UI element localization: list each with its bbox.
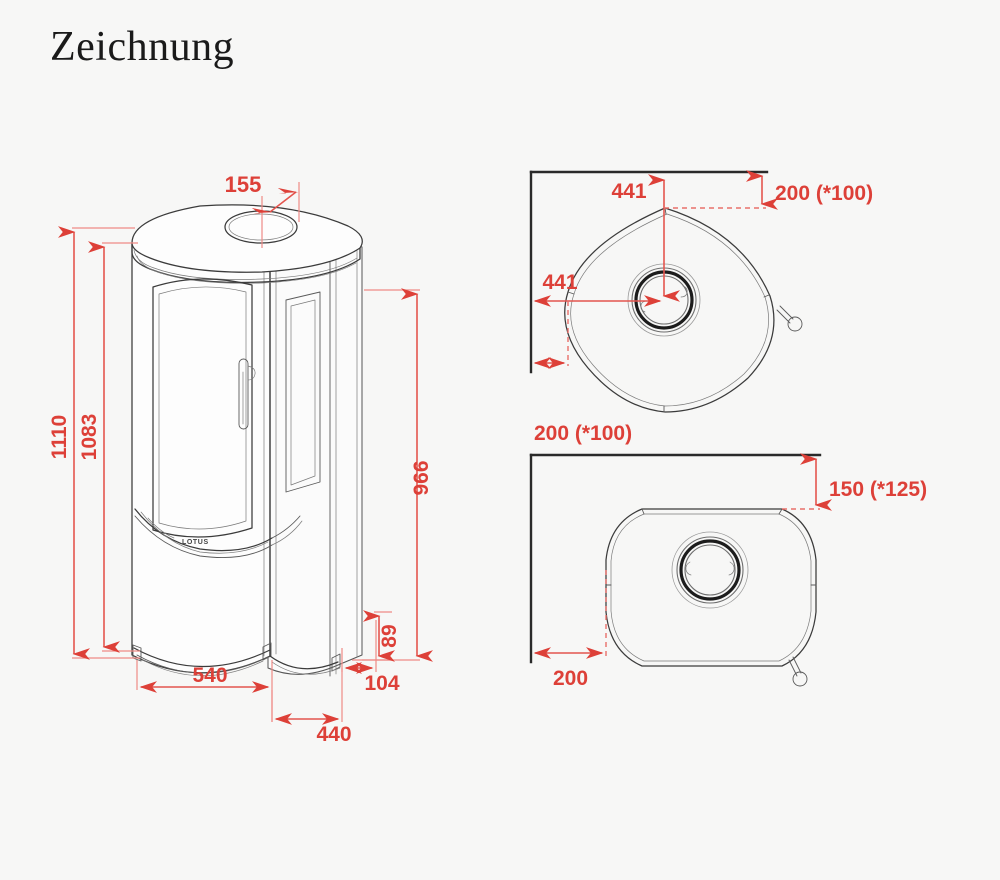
- dimension-104: 104: [341, 620, 400, 695]
- dimension-label-200: 200: [553, 667, 588, 690]
- dimension-1110: 1110: [48, 226, 140, 660]
- door-handle-plan: [776, 305, 803, 332]
- dimension-label-966: 966: [410, 460, 433, 495]
- dimension-540: 540: [136, 660, 273, 722]
- plan-view-corner-installation: 441 441 200 (*100) 200 (*100): [529, 170, 873, 445]
- dimension-441-horizontal: 441: [533, 271, 662, 307]
- dimension-441-vertical: 441: [611, 174, 680, 302]
- dimension-1083: 1083: [78, 241, 140, 653]
- flue-outlet-plan-wall: [671, 531, 749, 609]
- dimension-200: 200: [533, 570, 607, 690]
- dimension-label-150-125: 150 (*125): [829, 478, 927, 501]
- stove-body-outline: LOTUS: [131, 204, 363, 677]
- dimension-label-200-100-top: 200 (*100): [775, 182, 873, 205]
- dimension-89: 89: [362, 610, 401, 662]
- dimension-label-1083: 1083: [78, 414, 101, 461]
- dimension-label-441-horizontal: 441: [542, 271, 577, 294]
- door-handle-plan-2: [788, 656, 808, 687]
- dimension-155: 155: [225, 172, 300, 248]
- dimension-label-200-100-left: 200 (*100): [534, 422, 632, 445]
- dimension-label-441-vertical: 441: [611, 180, 646, 203]
- dimension-label-1110: 1110: [48, 415, 71, 459]
- dimension-label-89: 89: [378, 624, 401, 647]
- dimension-200-100-top: 200 (*100): [664, 170, 873, 210]
- dimension-label-104: 104: [364, 672, 399, 695]
- dimension-440: 440: [271, 668, 352, 746]
- page-title: Zeichnung: [50, 24, 235, 70]
- dimension-966: 966: [352, 288, 433, 662]
- dimension-label-440: 440: [316, 723, 351, 746]
- dimension-150-125: 150 (*125): [782, 453, 927, 511]
- dimension-label-155: 155: [225, 172, 262, 197]
- dimension-label-540: 540: [192, 664, 227, 687]
- front-elevation-view: LOTUS 155 1110: [48, 172, 433, 746]
- dimension-200-100-left: 200 (*100): [533, 301, 632, 445]
- plan-view-wall-installation: 150 (*125) 200: [529, 453, 927, 690]
- brand-logo: LOTUS: [182, 539, 209, 546]
